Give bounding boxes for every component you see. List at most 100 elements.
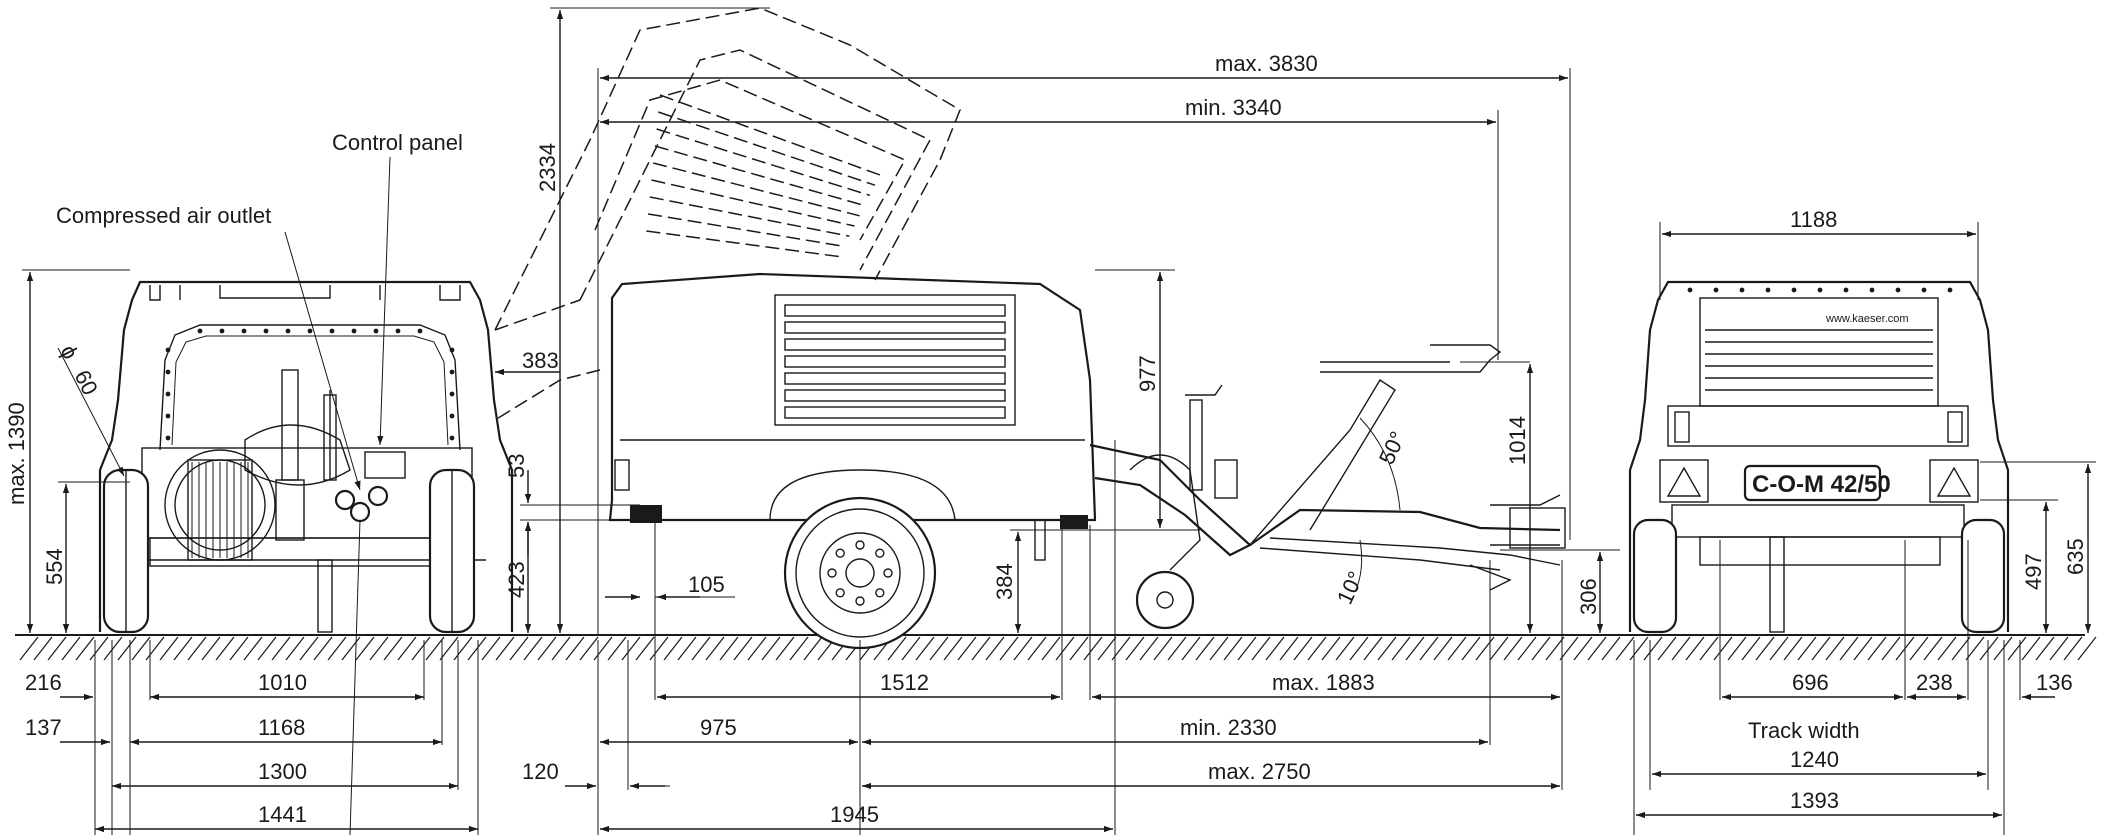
ground-hatch: [999, 636, 1019, 661]
ground-hatch: [481, 636, 501, 661]
side-rear-53: 53: [504, 454, 529, 478]
rivet: [1921, 287, 1927, 293]
front-dim-1010: 1010: [258, 670, 307, 695]
ground-hatch: [1335, 636, 1355, 661]
rear-track-1240: 1240: [1790, 747, 1839, 772]
ground-hatch: [313, 636, 333, 661]
ground-hatch: [2007, 636, 2027, 661]
front-callouts: Control panel Compressed air outlet ɸ 60: [56, 130, 463, 835]
ground-hatch: [1629, 636, 1649, 661]
side-drawbar-1014: 1014: [1505, 416, 1530, 465]
ground-hatch: [1293, 636, 1313, 661]
ground-hatch: [61, 636, 81, 661]
side-rear-105: 105: [688, 572, 725, 597]
rear-overall-1393: 1393: [1790, 788, 1839, 813]
ground-hatch: [915, 636, 935, 661]
ground-hatch: [257, 636, 277, 661]
ground-hatch: [1993, 636, 2013, 661]
side-lid-overhang: 383: [522, 348, 559, 373]
ground-hatch: [761, 636, 781, 661]
ground-hatch: [1699, 636, 1719, 661]
ground-hatch: [593, 636, 613, 661]
rivet: [449, 391, 455, 397]
ground-hatch: [327, 636, 347, 661]
rear-width-top: 1188: [1790, 207, 1837, 232]
ground-hatch: [1685, 636, 1705, 661]
lid-louver: [653, 162, 860, 217]
ground-hatch: [677, 636, 697, 661]
side-dim-max-1883: max. 1883: [1272, 670, 1375, 695]
lid-louver: [646, 230, 840, 258]
rear-dim-696: 696: [1792, 670, 1829, 695]
ground-hatch: [355, 636, 375, 661]
louver-slat: [784, 355, 1006, 368]
ground-hatch: [1713, 636, 1733, 661]
ground-hatch: [75, 636, 95, 661]
ground-hatch: [803, 636, 823, 661]
ground-hatch: [1769, 636, 1789, 661]
ground-hatch: [495, 636, 515, 661]
outlet-diameter-value: 60: [70, 366, 103, 399]
side-dim-975: 975: [700, 715, 737, 740]
ground-hatch: [1041, 636, 1061, 661]
front-dim-1300: 1300: [258, 759, 307, 784]
ground-hatch: [1937, 636, 1957, 661]
ground-hatch: [1013, 636, 1033, 661]
lid-louver: [651, 179, 855, 227]
rivet: [241, 328, 247, 334]
ground-hatch: [621, 636, 641, 661]
ground-hatch: [1097, 636, 1117, 661]
rivet: [1947, 287, 1953, 293]
lid-louver: [654, 145, 865, 207]
ground-hatch: [649, 636, 669, 661]
side-dim-min-2330: min. 2330: [1180, 715, 1277, 740]
front-dim-216: 216: [25, 670, 62, 695]
rivet: [1817, 287, 1823, 293]
ground-hatch: [1825, 636, 1845, 661]
ground-hatch: [1615, 636, 1635, 661]
side-bottom-dims: 1512 max. 1883 975 min. 2330 120 max. 27…: [522, 440, 1563, 835]
rivet: [1895, 287, 1901, 293]
track-width-label: Track width: [1748, 718, 1860, 743]
ground-hatch: [565, 636, 585, 661]
ground-hatch: [1433, 636, 1453, 661]
rivet: [373, 328, 379, 334]
ground-hatch: [201, 636, 221, 661]
ground-hatch: [887, 636, 907, 661]
ground-hatch: [789, 636, 809, 661]
ground-hatch: [1349, 636, 1369, 661]
ground-hatch: [1839, 636, 1859, 661]
ground-hatch: [747, 636, 767, 661]
ground-hatch: [1027, 636, 1047, 661]
louver-slat: [784, 321, 1006, 334]
ground-hatch: [271, 636, 291, 661]
louver-slat: [784, 304, 1006, 317]
ground-hatch: [2049, 636, 2069, 661]
ground-hatch: [1069, 636, 1089, 661]
rivet: [165, 369, 171, 375]
side-vertical-dims: 2334 383 977 53 423 384 1014 306 50° 10°…: [495, 7, 1620, 633]
ground-hatch: [1265, 636, 1285, 661]
ground-hatch: [1951, 636, 1971, 661]
lid-louver: [649, 196, 850, 237]
ground-hatch: [523, 636, 543, 661]
ground-hatch: [173, 636, 193, 661]
rivet: [449, 347, 455, 353]
louver-slat: [784, 338, 1006, 351]
ground-hatch: [1363, 636, 1383, 661]
lid-louver: [656, 128, 871, 197]
rivet: [285, 328, 291, 334]
rivet: [395, 328, 401, 334]
rear-height-497: 497: [2021, 553, 2046, 590]
rivet: [1687, 287, 1693, 293]
ground-hatch: [103, 636, 123, 661]
wheel-bolt: [875, 588, 885, 598]
wheel-bolt: [835, 548, 845, 558]
rivet: [449, 369, 455, 375]
side-top-dims: max. 3830 min. 3340: [597, 51, 1571, 635]
rivet: [449, 413, 455, 419]
louver-slat: [784, 406, 1006, 419]
louver-slat: [784, 389, 1006, 402]
side-eye-306: 306: [1576, 578, 1601, 615]
